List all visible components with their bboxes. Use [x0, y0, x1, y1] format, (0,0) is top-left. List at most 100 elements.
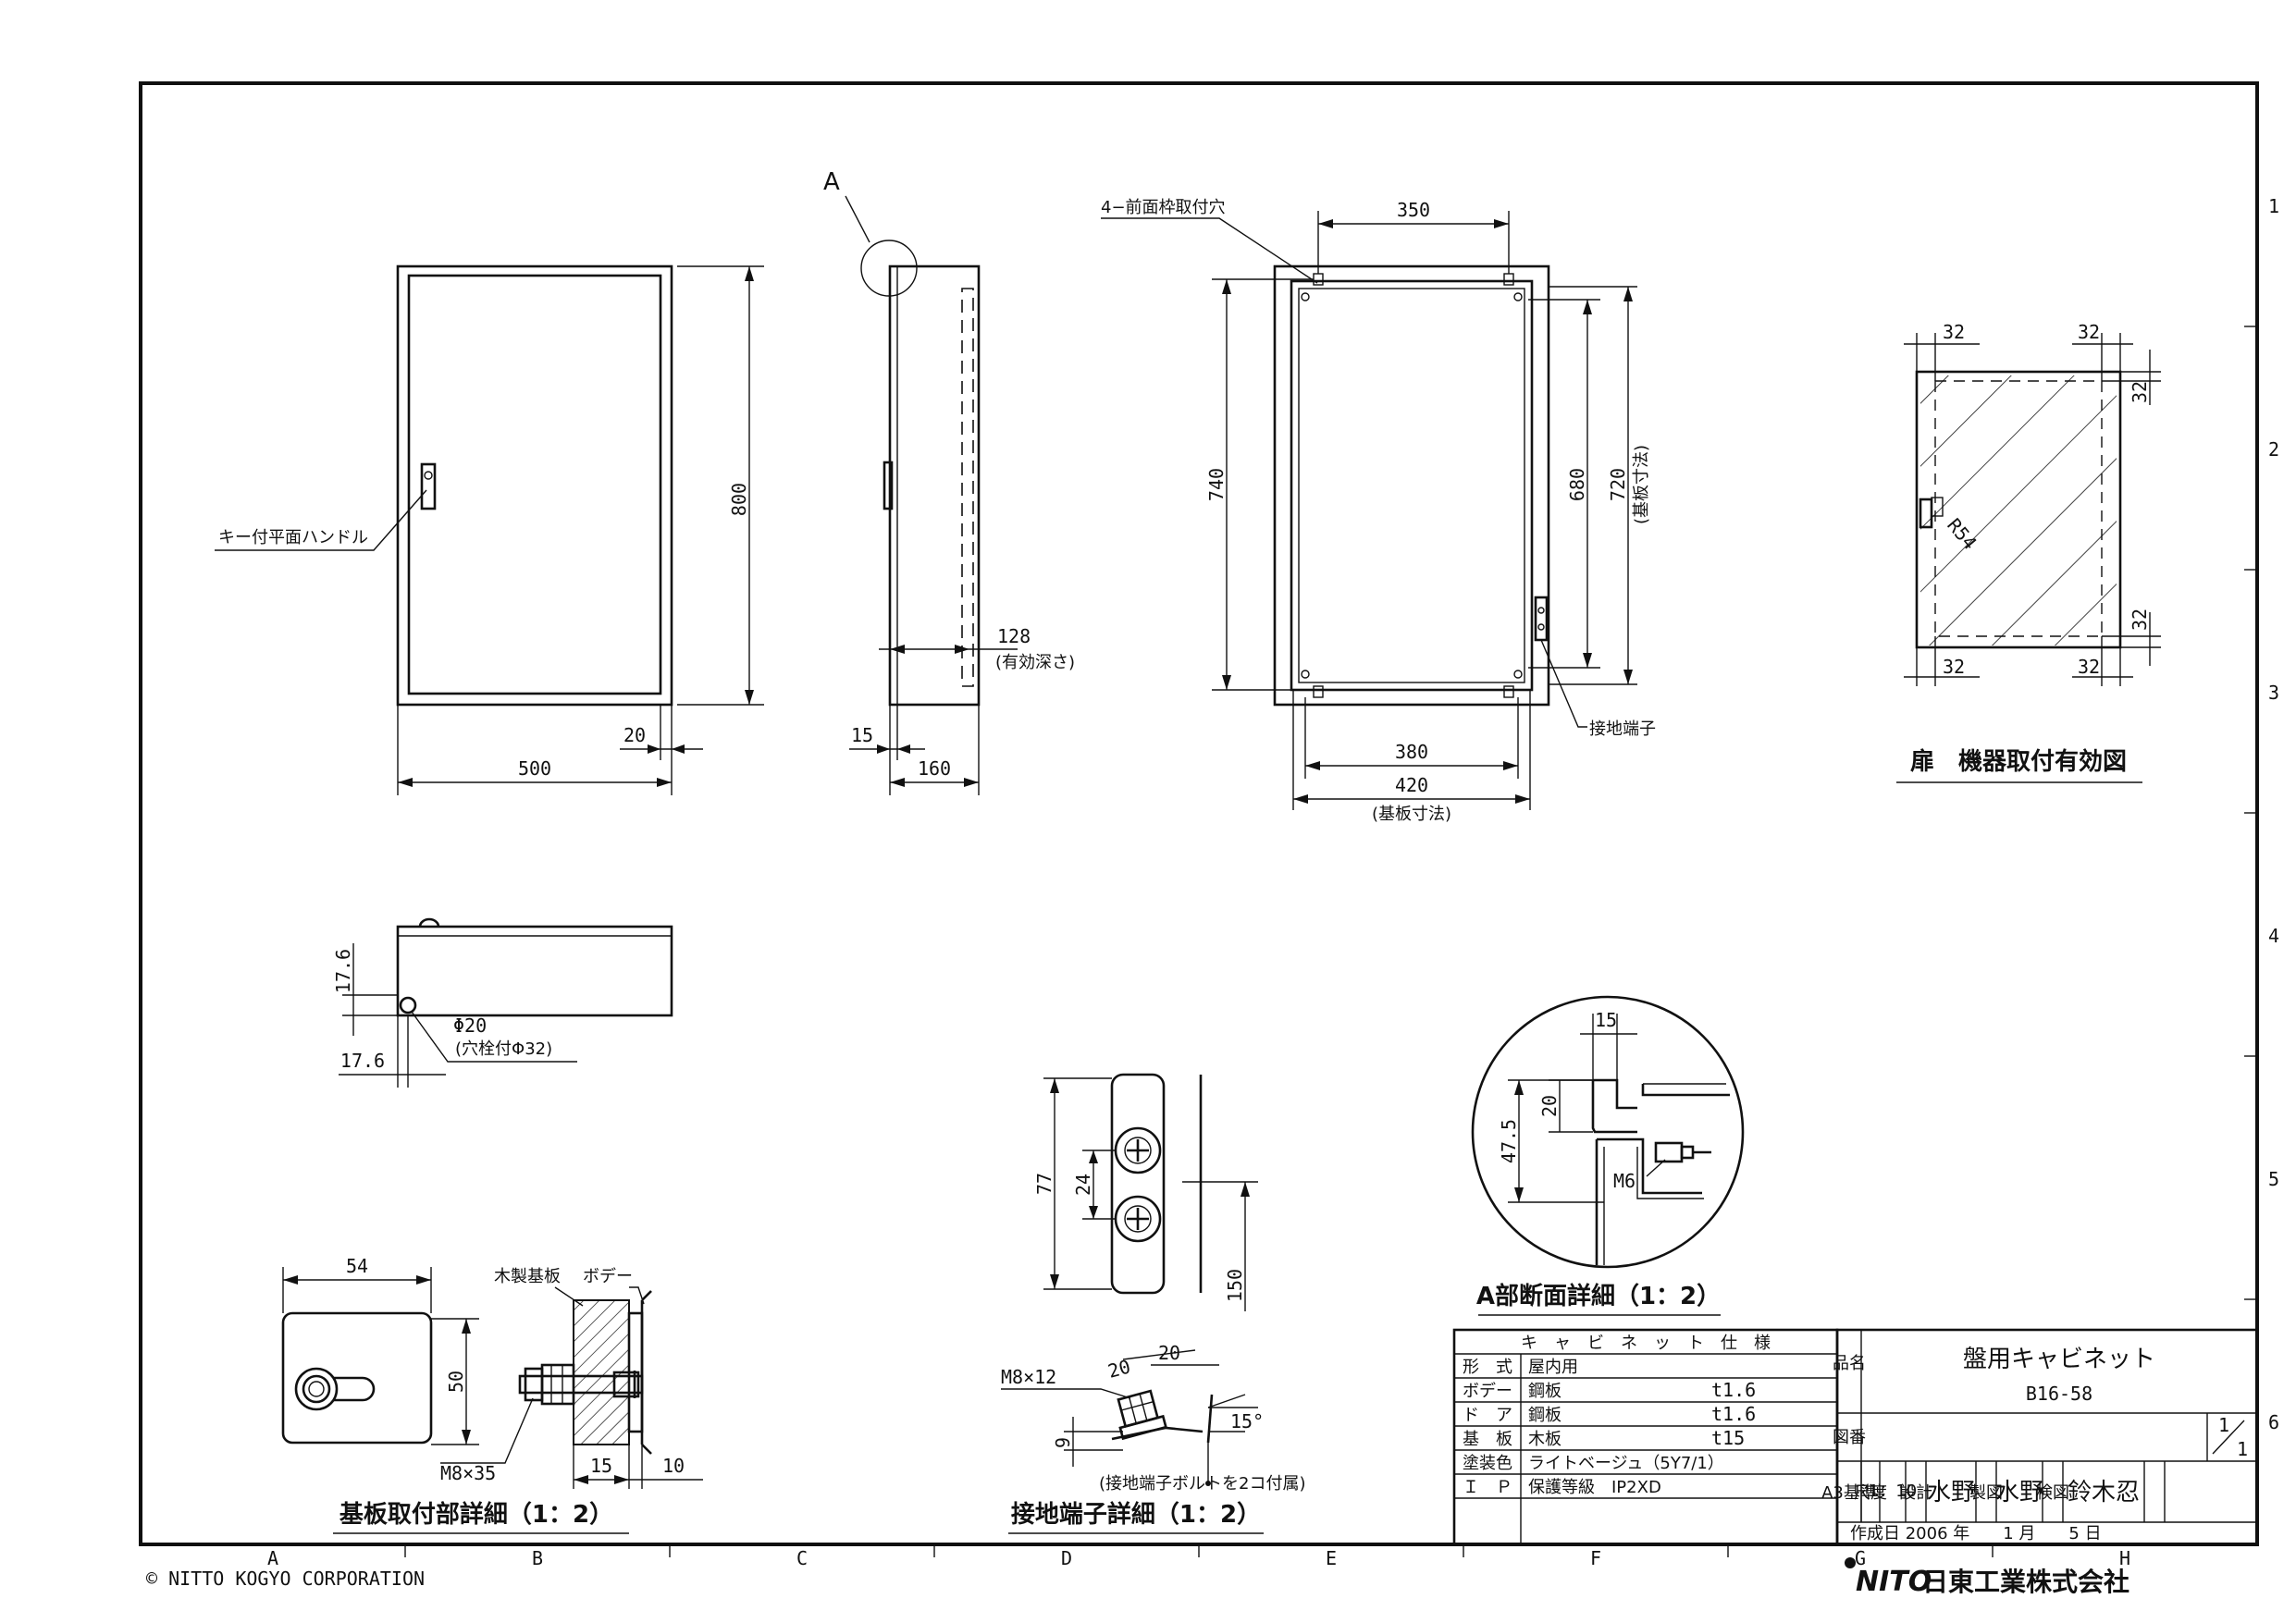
- spec-row-material: 鋼板: [1528, 1382, 1562, 1401]
- spec-row-label: 塗装色: [1463, 1453, 1512, 1473]
- mount-dim-15: 15: [590, 1455, 612, 1477]
- grid-col-d: D: [1061, 1547, 1072, 1569]
- bottom-hole-note: (穴栓付Φ32): [455, 1039, 552, 1059]
- grid-col-g: G: [1855, 1547, 1866, 1569]
- door-dim-32-tl: 32: [1943, 321, 1965, 343]
- mount-dim-10: 10: [662, 1455, 685, 1477]
- grid-row-6: 6: [2268, 1411, 2279, 1433]
- logo-mark: NITO: [1856, 1566, 1932, 1598]
- front-height-dim: 800: [728, 483, 750, 516]
- company-name: 日東工業株式会社: [1922, 1567, 2129, 1597]
- section-a-title: A部断面詳細（1：2）: [1476, 1282, 1721, 1310]
- tb-scale-label: 尺度: [1854, 1483, 1887, 1503]
- drawing-frame: [139, 81, 2259, 1546]
- door-dim-32-rb: 32: [2129, 609, 2151, 631]
- spec-row-value: t1.6: [1711, 1403, 1756, 1425]
- bottom-dim-x: 17.6: [340, 1050, 385, 1072]
- grid-row-1: 1: [2268, 195, 2279, 217]
- spec-row-label: 基 板: [1463, 1430, 1512, 1449]
- door-dim-32-tr: 32: [2078, 321, 2100, 343]
- mount-body-label: ボデー: [583, 1267, 633, 1286]
- spec-row-value: t15: [1711, 1427, 1745, 1449]
- inner-dim-note: (基板寸法): [1632, 445, 1651, 524]
- ground-terminal-label: 接地端子: [1589, 719, 1656, 739]
- sa-dim-47: 47.5: [1498, 1119, 1520, 1163]
- effective-depth-note: (有効深さ): [995, 653, 1075, 672]
- gt-angle: 15°: [1230, 1410, 1264, 1432]
- gt-note: (接地端子ボルトを2コ付属): [1099, 1474, 1306, 1494]
- mount-height-dim: 50: [445, 1371, 467, 1393]
- top-span-dim: 350: [1397, 199, 1430, 221]
- tb-name-label: 品名: [1833, 1354, 1866, 1373]
- front-gap-dim: 20: [623, 724, 646, 746]
- sa-dim-15: 15: [1595, 1009, 1617, 1031]
- section-a-detail: 15 20 47.5 M6 A部断面詳細（1：2）: [1471, 995, 1745, 1316]
- gt-dim-24: 24: [1072, 1174, 1094, 1196]
- door-effective-view: R54 32 32 32 32 32 32 扉 機器取付有効図: [1896, 321, 2161, 783]
- bottom-420-dim: 420: [1395, 774, 1428, 796]
- side-flange-dim: 15: [851, 724, 873, 746]
- copyright-text: © NITTO KOGYO CORPORATION: [146, 1568, 425, 1590]
- grid-rows: 1 2 3 4 5 6: [2244, 195, 2279, 1433]
- grid-row-2: 2: [2268, 438, 2279, 461]
- bottom-dim-note: (基板寸法): [1372, 805, 1451, 824]
- spec-row-material: 木板: [1528, 1430, 1562, 1449]
- grid-col-a: A: [267, 1547, 278, 1569]
- tb-code: B16-58: [2026, 1383, 2092, 1405]
- interior-view: 接地端子 4−前面枠取付穴 350 740 680 720 (基板寸法): [1101, 198, 1656, 824]
- interior-height-dim: 740: [1205, 468, 1228, 501]
- spec-row-material: 屋内用: [1528, 1358, 1578, 1377]
- grid-col-b: B: [532, 1547, 543, 1569]
- tb-check-label: 検図: [2036, 1483, 2069, 1503]
- tb-design-label: 設計: [1899, 1483, 1932, 1503]
- tb-draw-label: 製図: [1969, 1483, 2003, 1503]
- ground-terminal-detail: 77 24 150 15° M8×12 20 20: [1001, 1073, 1306, 1534]
- door-effective-title: 扉 機器取付有効図: [1910, 747, 2127, 776]
- spec-row-material: ライトベージュ（5Y7/1）: [1528, 1454, 1724, 1473]
- title-block: 品名 盤用キャビネット B16-58 図番 1 1 A3基準 尺度 1：10 設…: [1821, 1328, 2259, 1546]
- inner-720-dim: 720: [1607, 468, 1629, 501]
- company-logo: NITO 日東工業株式会社: [1845, 1557, 2129, 1598]
- spec-row-label: Ｉ Ｐ: [1463, 1478, 1512, 1497]
- detail-a-mark: A: [823, 168, 840, 196]
- grid-row-3: 3: [2268, 682, 2279, 704]
- gt-dim-77: 77: [1033, 1173, 1055, 1195]
- tb-drafter: 水野: [1995, 1479, 2043, 1506]
- tb-size-label: A3基準: [1821, 1483, 1877, 1503]
- gt-dim-150: 150: [1224, 1269, 1246, 1302]
- mount-wood-label: 木製基板: [494, 1267, 561, 1286]
- grid-col-c: C: [796, 1547, 808, 1569]
- door-dim-32-br: 32: [2078, 656, 2100, 678]
- tb-date: 作成日 2006 年 1 月 5 日: [1850, 1524, 2102, 1543]
- tb-sheet-num: 1: [2218, 1414, 2229, 1436]
- tb-designer: 水野: [1927, 1479, 1975, 1506]
- spec-row-material: 保護等級 IP2XD: [1528, 1478, 1661, 1497]
- sa-dim-20: 20: [1538, 1095, 1561, 1117]
- gt-dim-9: 9: [1052, 1437, 1074, 1448]
- grid-row-5: 5: [2268, 1168, 2279, 1190]
- side-view: A 128 (有効深さ) 15 160: [823, 168, 1075, 795]
- grid-columns: A B C D E F G H: [267, 1544, 2130, 1569]
- board-mount-detail: 54 50 木製基板 ボデー M8×35 15: [281, 1255, 703, 1534]
- gt-bolt-label: M8×12: [1001, 1366, 1056, 1388]
- tb-checker: 鈴木忍: [2068, 1479, 2140, 1506]
- tb-name: 盤用キャビネット: [1963, 1346, 2155, 1373]
- spec-table: キ ャ ビ ネ ッ ト 仕 様 形 式 屋内用 ボデー 鋼板 t1.6 ド ア …: [1452, 1328, 1839, 1546]
- front-view: キー付平面ハンドル 800 20 500: [215, 264, 764, 795]
- spec-row-label: ド ア: [1463, 1406, 1512, 1425]
- effective-depth-dim: 128: [997, 625, 1031, 647]
- spec-row-label: 形 式: [1463, 1358, 1512, 1377]
- mount-bolt-label: M8×35: [440, 1462, 496, 1484]
- spec-header: キ ャ ビ ネ ッ ト 仕 様: [1521, 1334, 1771, 1353]
- gt-dim-20b: 20: [1158, 1342, 1180, 1364]
- bottom-dim-y: 17.6: [332, 949, 354, 993]
- bottom-hole-dim: Φ20: [453, 1014, 487, 1037]
- hole-label: 4−前面枠取付穴: [1101, 198, 1226, 217]
- tb-sheet-den: 1: [2237, 1438, 2248, 1460]
- door-dim-32-rt: 32: [2129, 381, 2151, 403]
- board-mount-title: 基板取付部詳細（1：2）: [339, 1500, 613, 1529]
- door-dim-32-bl: 32: [1943, 656, 1965, 678]
- spec-row-material: 鋼板: [1528, 1406, 1562, 1425]
- tb-drawing-no-label: 図番: [1833, 1428, 1866, 1447]
- mount-width-dim: 54: [346, 1255, 368, 1277]
